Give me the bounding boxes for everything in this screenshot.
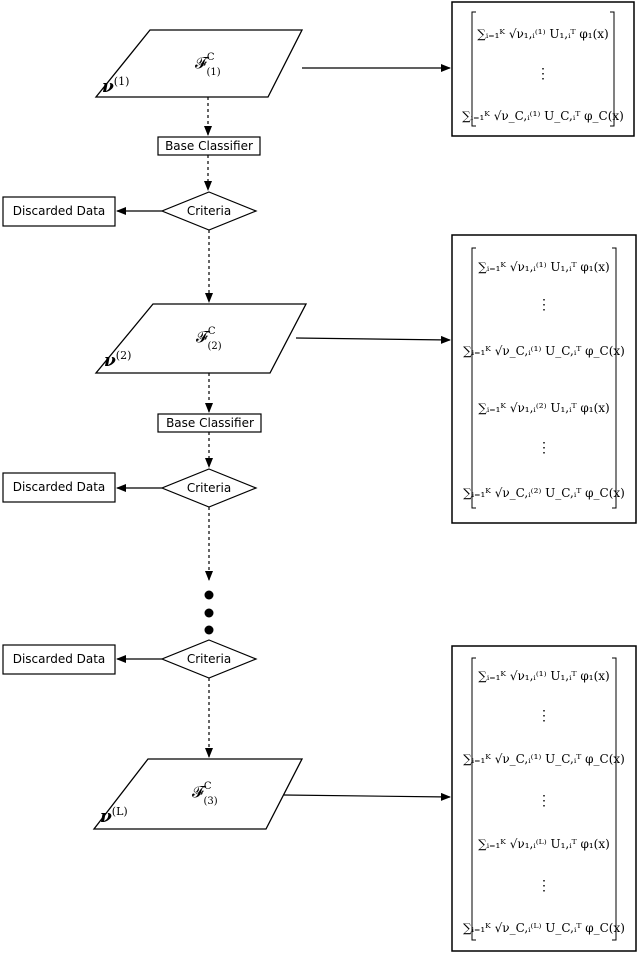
criteria-label-1: Criteria: [187, 204, 231, 218]
arrow-to-vector-2: [295, 335, 451, 344]
nu-label-1: ν(1): [102, 75, 129, 97]
stage-3: Criteria Discarded Data 𝓕C(3) ν(L): [2, 639, 451, 830]
vector-box-2: ∑ᵢ₌₁ᴷ √ν₁,ᵢ⁽¹⁾ U₁,ᵢᵀ φ₁(x) ⋮ ∑ᵢ₌₁ᴷ √ν_C,…: [451, 234, 637, 524]
vector-2-row-4: ∑ᵢ₌₁ᴷ √ν₁,ᵢ⁽²⁾ U₁,ᵢᵀ φ₁(x): [478, 401, 609, 415]
vector-3-row-7: ∑ᵢ₌₁ᴷ √ν_C,ᵢ⁽ᴸ⁾ U_C,ᵢᵀ φ_C(x): [463, 921, 625, 935]
vector-3-row-2: ⋮: [537, 708, 551, 724]
feature-parallelogram-1: [94, 29, 304, 98]
nu-label-2: ν(2): [104, 349, 131, 371]
discarded-label-1: Discarded Data: [13, 204, 106, 218]
vector-1-row-2: ⋮: [536, 66, 550, 82]
stage-2: 𝓕C(2) ν(2) Base Classifier Criteria Disc…: [2, 303, 451, 581]
feature-label-2: 𝓕C(2): [196, 326, 222, 352]
criteria-label-3: Criteria: [187, 652, 231, 666]
nu-label-3: ν(L): [100, 805, 128, 827]
discarded-box-2: [2, 472, 116, 503]
vector-3-row-1: ∑ᵢ₌₁ᴷ √ν₁,ᵢ⁽¹⁾ U₁,ᵢᵀ φ₁(x): [478, 669, 609, 683]
vector-box-3: ∑ᵢ₌₁ᴷ √ν₁,ᵢ⁽¹⁾ U₁,ᵢᵀ φ₁(x) ⋮ ∑ᵢ₌₁ᴷ √ν_C,…: [451, 645, 637, 952]
vector-1-row-3: ∑ᵢ₌₁ᴷ √ν_C,ᵢ⁽¹⁾ U_C,ᵢᵀ φ_C(x): [462, 109, 624, 123]
vector-3-row-5: ∑ᵢ₌₁ᴷ √ν₁,ᵢ⁽ᴸ⁾ U₁,ᵢᵀ φ₁(x): [478, 837, 610, 851]
vector-1-row-1: ∑ᵢ₌₁ᴷ √ν₁,ᵢ⁽¹⁾ U₁,ᵢᵀ φ₁(x): [477, 27, 608, 41]
vector-2-row-6: ∑ᵢ₌₁ᴷ √ν_C,ᵢ⁽²⁾ U_C,ᵢᵀ φ_C(x): [463, 486, 625, 500]
vector-3-row-3: ∑ᵢ₌₁ᴷ √ν_C,ᵢ⁽¹⁾ U_C,ᵢᵀ φ_C(x): [463, 752, 625, 766]
ellipsis-dots: [204, 590, 214, 635]
ellipsis-dot-3: [204, 625, 214, 635]
vector-3-row-6: ⋮: [537, 878, 551, 894]
vector-2-row-5: ⋮: [537, 440, 551, 456]
ellipsis-dot-1: [204, 590, 214, 600]
ellipsis-dot-2: [204, 608, 214, 618]
discarded-box-3: [2, 644, 116, 675]
base-classifier-label-2: Base Classifier: [166, 416, 254, 430]
base-classifier-label-1: Base Classifier: [165, 139, 253, 153]
discarded-box-1: [2, 196, 116, 227]
feature-parallelogram-2: [94, 303, 308, 374]
arrow-to-vector-3: [283, 792, 451, 801]
feature-label-3: 𝓕C(3): [192, 781, 218, 807]
feature-label-1: 𝓕C(1): [195, 52, 221, 78]
vector-3-row-4: ⋮: [537, 793, 551, 809]
vector-2-row-2: ⋮: [537, 297, 551, 313]
criteria-label-2: Criteria: [187, 481, 231, 495]
vector-box-1: ∑ᵢ₌₁ᴷ √ν₁,ᵢ⁽¹⁾ U₁,ᵢᵀ φ₁(x) ⋮ ∑ᵢ₌₁ᴷ √ν_C,…: [451, 1, 635, 137]
vector-2-row-3: ∑ᵢ₌₁ᴷ √ν_C,ᵢ⁽¹⁾ U_C,ᵢᵀ φ_C(x): [463, 344, 625, 358]
stage-1: 𝓕C(1) ν(1) Base Classifier Criteria Disc…: [2, 29, 451, 303]
discarded-label-2: Discarded Data: [13, 480, 106, 494]
discarded-label-3: Discarded Data: [13, 652, 106, 666]
feature-parallelogram-3: [92, 758, 304, 830]
vector-2-row-1: ∑ᵢ₌₁ᴷ √ν₁,ᵢ⁽¹⁾ U₁,ᵢᵀ φ₁(x): [478, 260, 609, 274]
base-classifier-box-1: [157, 136, 261, 156]
